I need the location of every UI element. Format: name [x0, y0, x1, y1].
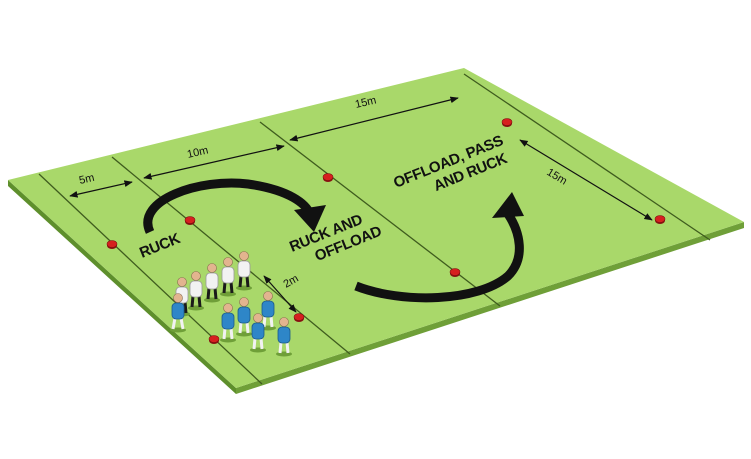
dim-arrow-10m	[143, 144, 285, 180]
cone	[501, 118, 513, 127]
curved-arrow-offload-to-pass-head	[492, 192, 524, 218]
curved-arrow-ruck-to-offload	[143, 178, 315, 234]
defender-player	[204, 263, 220, 303]
attacker-player	[250, 313, 266, 353]
curved-arrow-offload-to-pass	[354, 211, 524, 303]
cone	[449, 268, 461, 277]
attacker-player	[220, 303, 236, 343]
cone	[322, 173, 334, 182]
cone	[208, 335, 220, 344]
pitch-side-edge	[8, 180, 236, 394]
field-lines	[38, 73, 711, 385]
cone	[184, 216, 196, 225]
attacker-player	[260, 291, 276, 331]
field-line-2	[111, 156, 351, 355]
dim-arrow-2m	[263, 275, 297, 313]
pitch-front-edge	[236, 222, 744, 394]
defender-player	[236, 251, 252, 291]
dim-label-10m: 10m	[186, 144, 210, 161]
player-shadow	[188, 305, 204, 311]
cone	[654, 215, 666, 224]
dim-arrow-5m	[69, 180, 133, 198]
cones	[106, 118, 666, 344]
cone	[293, 313, 305, 322]
field-line-1	[38, 173, 263, 385]
dimension-arrows	[69, 96, 653, 313]
attacker-player	[276, 317, 292, 357]
defender-player	[188, 271, 204, 311]
defender-player	[220, 257, 236, 297]
cone	[106, 240, 118, 249]
movement-arrows	[143, 178, 524, 303]
dim-label-5m: 5m	[78, 172, 96, 187]
attacker-player	[170, 293, 186, 333]
attacker-player	[236, 297, 252, 337]
field-line-3	[259, 121, 501, 307]
dim-label-15m-top: 15m	[354, 94, 378, 111]
dim-arrow-15m-top	[289, 96, 459, 142]
curved-arrow-ruck-to-offload-head	[294, 205, 326, 232]
dim-arrow-15m-side	[519, 139, 653, 221]
players	[170, 251, 292, 357]
